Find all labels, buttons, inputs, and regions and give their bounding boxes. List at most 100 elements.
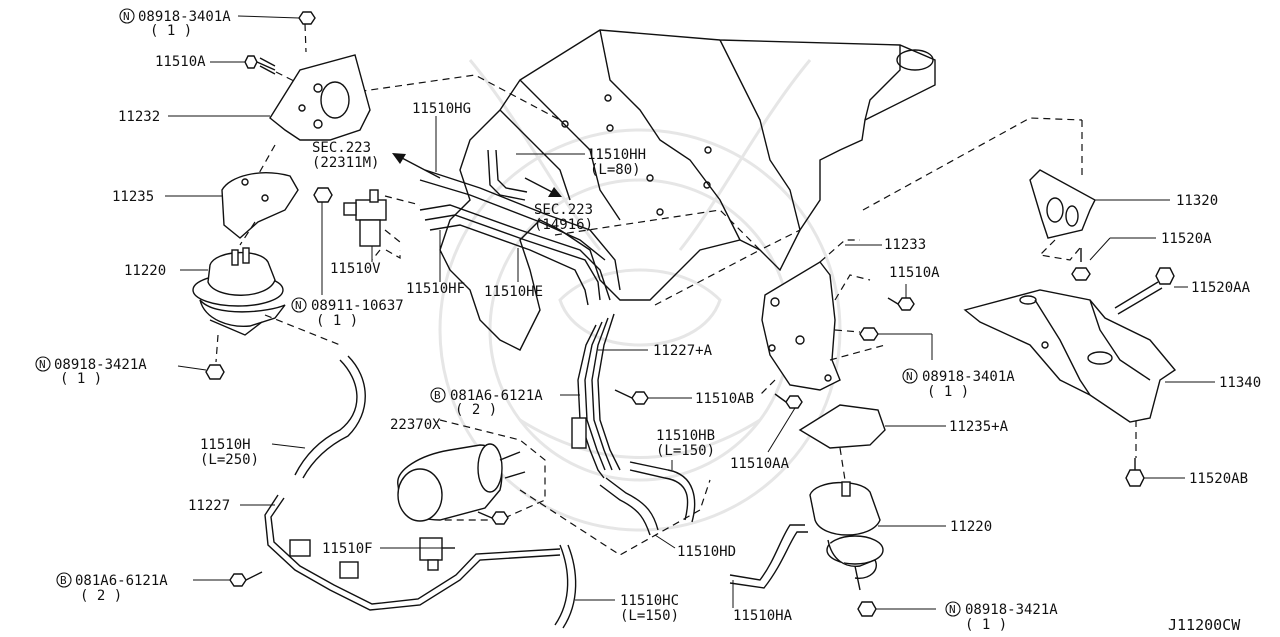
- callout-35[interactable]: 11520AB: [1189, 471, 1248, 487]
- callout-26[interactable]: 11510A: [889, 265, 940, 281]
- callout-16[interactable]: B 081A6-6121A ( 2 ): [430, 387, 543, 418]
- callout-3[interactable]: 11235: [112, 189, 154, 205]
- callout-11[interactable]: 11510HF: [406, 281, 465, 297]
- callout-33[interactable]: 11520AA: [1191, 280, 1251, 296]
- callout-22[interactable]: 11510HD: [677, 544, 736, 560]
- callout-24[interactable]: 11510HA: [733, 608, 793, 624]
- callout-7[interactable]: 11227: [188, 498, 230, 514]
- svg-text:11510AA: 11510AA: [730, 456, 790, 472]
- callout-9[interactable]: 11510V: [330, 261, 381, 277]
- bolt-11510A-right: [887, 297, 915, 311]
- svg-text:08918-3421A: 08918-3421A: [54, 357, 147, 373]
- svg-text:11510AB: 11510AB: [695, 391, 754, 407]
- callout-1[interactable]: 11510A: [155, 54, 206, 70]
- arrow-sec223-left: [401, 157, 441, 179]
- callout-2[interactable]: 11232: [118, 109, 160, 125]
- callout-18[interactable]: 11510AB: [695, 391, 754, 407]
- canister-22370X: [397, 419, 546, 522]
- svg-text:08911-10637: 08911-10637: [311, 298, 404, 314]
- svg-text:B: B: [60, 574, 67, 587]
- svg-text:08918-3421A: 08918-3421A: [965, 602, 1058, 618]
- nut-08918-3421A-left: [205, 364, 225, 380]
- callout-25[interactable]: 11233: [884, 237, 926, 253]
- svg-text:(L=150): (L=150): [620, 608, 679, 624]
- callout-19[interactable]: 11510HB (L=150): [656, 428, 715, 459]
- svg-text:11510HB: 11510HB: [656, 428, 715, 444]
- svg-text:11235: 11235: [112, 189, 154, 205]
- svg-text:N: N: [123, 10, 130, 23]
- callout-10[interactable]: N 08911-10637 ( 1 ): [291, 297, 404, 329]
- svg-text:( 1 ): ( 1 ): [60, 371, 102, 387]
- tubes-11227-A: [571, 313, 621, 479]
- svg-text:11220: 11220: [950, 519, 992, 535]
- sec-ref-right-code[interactable]: (14916): [534, 217, 593, 233]
- diagram-id: J11200CW: [1168, 616, 1241, 634]
- svg-text:11510V: 11510V: [330, 261, 381, 277]
- callout-13[interactable]: 11510HG: [412, 101, 471, 117]
- engine-block: [439, 29, 936, 351]
- callout-0[interactable]: N 08918-3401A ( 1 ): [119, 8, 231, 39]
- svg-text:11233: 11233: [884, 237, 926, 253]
- tube-11227: [264, 494, 561, 611]
- callout-17[interactable]: 22370X: [390, 417, 441, 433]
- nut-08918-3401A-right: [859, 327, 879, 341]
- svg-text:11510HG: 11510HG: [412, 101, 471, 117]
- bolt-11520A: [1071, 248, 1091, 281]
- callout-29[interactable]: 11220: [950, 519, 992, 535]
- hose-11510HD: [599, 477, 659, 536]
- bolt-081A6-6121A-left: [229, 571, 263, 587]
- svg-text:11227+A: 11227+A: [653, 343, 713, 359]
- arrow-sec223-right: [524, 177, 553, 193]
- callout-5[interactable]: N 08918-3421A ( 1 ): [35, 356, 147, 387]
- callout-12[interactable]: 11510HE: [484, 284, 543, 300]
- heat-shield-11235: [221, 172, 299, 239]
- bracket-11232: [269, 54, 371, 141]
- leader-lines: [165, 15, 1215, 610]
- tubes-11510HF-HE-HG: [419, 169, 621, 306]
- svg-text:11510HD: 11510HD: [677, 544, 736, 560]
- svg-text:11235+A: 11235+A: [949, 419, 1009, 435]
- callout-28[interactable]: 11235+A: [949, 419, 1009, 435]
- heat-shield-11235-A: [798, 404, 886, 449]
- callout-32[interactable]: 11520A: [1161, 231, 1212, 247]
- callout-34[interactable]: 11340: [1219, 375, 1261, 391]
- sec-ref-right-title[interactable]: SEC.223: [534, 202, 593, 218]
- callout-15[interactable]: 11227+A: [653, 343, 713, 359]
- bracket-11233: [761, 261, 841, 391]
- crossmember-11340: [963, 289, 1177, 423]
- svg-text:11520A: 11520A: [1161, 231, 1212, 247]
- callout-23[interactable]: 11510HC (L=150): [620, 593, 679, 624]
- svg-text:22370X: 22370X: [390, 417, 441, 433]
- callout-30[interactable]: N 08918-3421A ( 1 ): [945, 601, 1058, 633]
- svg-text:11520AB: 11520AB: [1189, 471, 1248, 487]
- callout-8[interactable]: B 081A6-6121A ( 2 ): [56, 572, 168, 604]
- svg-text:11340: 11340: [1219, 375, 1261, 391]
- hose-11510HH: [487, 149, 528, 201]
- svg-text:11520AA: 11520AA: [1191, 280, 1251, 296]
- callout-14[interactable]: 11510HH (L=80): [587, 147, 646, 178]
- bolt-081A6-6121A-center: [477, 511, 509, 525]
- svg-text:( 2 ): ( 2 ): [80, 588, 122, 604]
- svg-text:( 1 ): ( 1 ): [150, 23, 192, 39]
- svg-text:081A6-6121A: 081A6-6121A: [450, 388, 543, 404]
- svg-text:N: N: [949, 603, 956, 616]
- svg-text:11510F: 11510F: [322, 541, 373, 557]
- bracket-11320: [1029, 169, 1096, 239]
- callout-31[interactable]: 11320: [1176, 193, 1218, 209]
- svg-text:( 1 ): ( 1 ): [927, 384, 969, 400]
- svg-text:081A6-6121A: 081A6-6121A: [75, 573, 168, 589]
- callout-6[interactable]: 11510H (L=250): [200, 437, 259, 468]
- svg-text:11232: 11232: [118, 109, 160, 125]
- sec-ref-left-title[interactable]: SEC.223: [312, 140, 371, 156]
- sec-ref-left-code[interactable]: (22311M): [312, 155, 379, 171]
- callout-27[interactable]: N 08918-3401A ( 1 ): [902, 368, 1015, 400]
- svg-text:11510A: 11510A: [155, 54, 206, 70]
- svg-text:11510HA: 11510HA: [733, 608, 793, 624]
- callout-20[interactable]: 11510AA: [730, 456, 790, 472]
- svg-text:N: N: [295, 299, 302, 312]
- bolt-11510A-left: [244, 55, 276, 75]
- engine-mount-11220-left: [192, 247, 286, 336]
- callout-21[interactable]: 11510F: [322, 541, 373, 557]
- callout-4[interactable]: 11220: [124, 263, 166, 279]
